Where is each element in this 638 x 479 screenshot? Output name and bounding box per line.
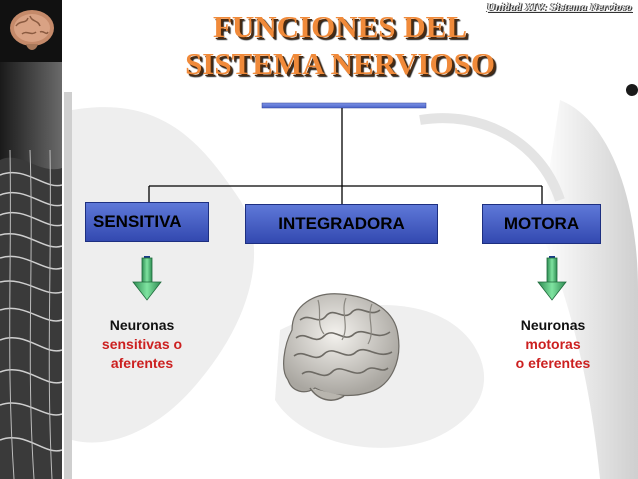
description-sensitive-line-1: Neuronas: [109, 317, 175, 333]
arrow-down-icon: [132, 256, 162, 301]
root-node-bar: [261, 102, 427, 109]
brain-image: [283, 293, 400, 401]
description-motor: Neuronas motoras o eferentes: [500, 316, 606, 373]
description-sensitive: Neuronas sensitivas o aferentes: [88, 316, 196, 373]
description-motor-line-1: Neuronas: [520, 317, 586, 333]
description-sensitive-line-2: sensitivas o: [101, 336, 183, 352]
description-motor-line-3: o eferentes: [515, 355, 591, 371]
title-line-1: FUNCIONES DEL: [212, 9, 468, 44]
unit-label: Unidad XIV: Sistema Nervioso: [486, 1, 632, 13]
description-motor-line-2: motoras: [525, 336, 581, 352]
description-sensitive-line-3: aferentes: [110, 355, 174, 371]
arrow-down-icon: [537, 256, 567, 301]
brain-icon: [10, 10, 54, 50]
box-integrative: INTEGRADORA: [245, 204, 438, 244]
box-sensitive: SENSITIVA: [85, 202, 209, 242]
page-title: FUNCIONES DEL SISTEMA NERVIOSO: [120, 8, 560, 82]
title-line-2: SISTEMA NERVIOSO: [185, 46, 495, 81]
box-motor: MOTORA: [482, 204, 601, 244]
